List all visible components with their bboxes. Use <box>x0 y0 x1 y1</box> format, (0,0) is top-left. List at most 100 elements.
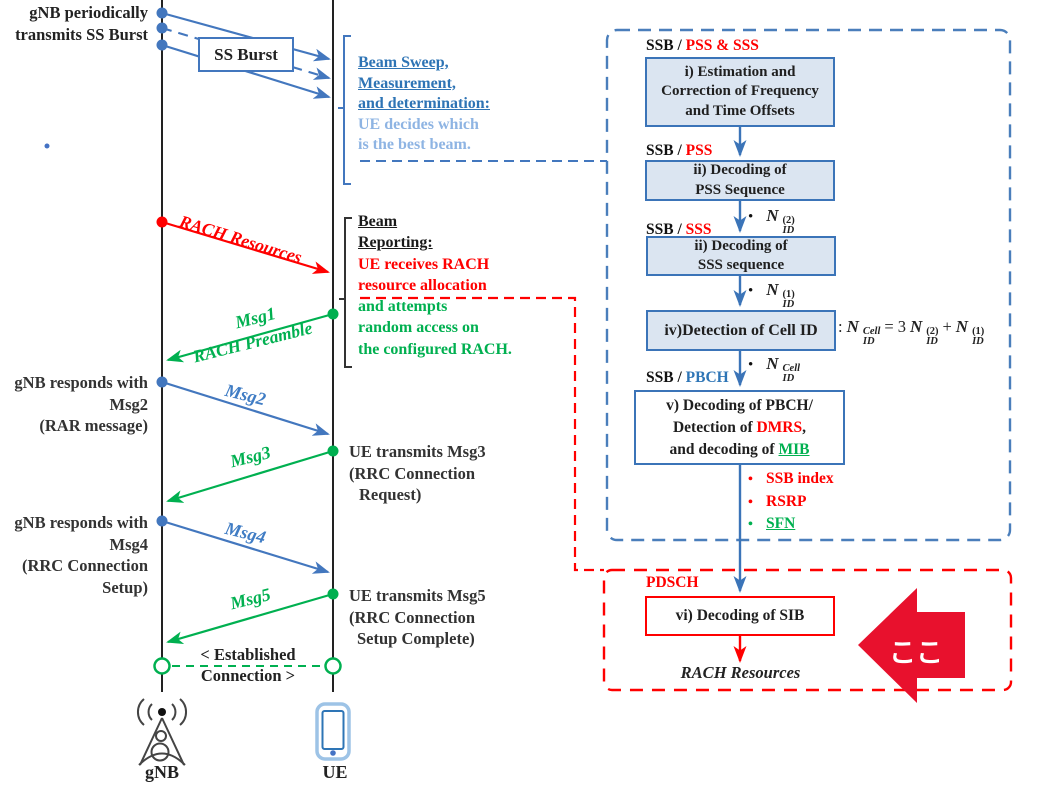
flow-box-cell-id: iv)Detection of Cell ID <box>646 310 836 351</box>
box-text: , <box>802 418 806 436</box>
math-token: : <box>838 317 843 336</box>
here-arrow <box>858 588 965 703</box>
note-line: (RRC Connection <box>349 607 476 627</box>
math-n: N <box>955 317 969 336</box>
stage-value: PSS <box>685 142 713 159</box>
math-sub: ID <box>926 336 938 347</box>
box-text: Detection of <box>672 418 757 436</box>
box-line: and decoding of MIB <box>670 439 810 461</box>
stage-label-pbch: SSB / PBCH <box>646 369 729 387</box>
math-token: + <box>942 317 952 336</box>
msg2-arrow <box>156 376 330 436</box>
bullet-icon: • <box>748 494 753 510</box>
note-line: (RAR message) <box>39 416 148 435</box>
beam-reporting-line: the configured RACH. <box>358 340 512 358</box>
bullet-icon: • <box>748 209 754 225</box>
box-line: Detection of DMRS, <box>673 417 806 439</box>
note-line: Connection > <box>200 666 296 685</box>
box-line: PSS Sequence <box>695 181 785 198</box>
gnb-antenna-icon <box>137 698 187 766</box>
beam-reporting-title: Beam <box>358 213 398 230</box>
msg4-arrow <box>156 515 330 574</box>
flow-box-sss-decoding: ii) Decoding of SSS sequence <box>646 236 836 276</box>
math-sup: (2) <box>782 215 795 226</box>
msg5-arrow <box>166 588 339 645</box>
math-sub: ID <box>782 299 795 310</box>
pdsch-container <box>602 568 1013 692</box>
note-line: Setup) <box>102 577 148 597</box>
msg3-note: UE transmits Msg3 (RRC Connection Reques… <box>349 441 529 506</box>
math-sub: ID <box>862 336 875 347</box>
box-line: Correction of Frequency <box>661 83 819 100</box>
ss-burst-label: SS Burst <box>214 44 278 64</box>
pbch-outputs: • SSB index • RSRP • SFN <box>748 468 834 536</box>
beam-reporting-title: Reporting: <box>358 234 433 252</box>
stage-label-sss: SSB / SSS <box>646 221 712 239</box>
stage-label-pdsch: PDSCH <box>646 574 699 592</box>
stage-value: SSS <box>685 221 712 238</box>
msg3-arrow <box>166 445 339 503</box>
note-line: gNB responds with <box>14 373 148 392</box>
msg1-arrow <box>166 308 339 363</box>
output-row: • SFN <box>748 513 834 536</box>
output-label: SFN <box>766 515 796 532</box>
beam-reporting-note: Beam Reporting: UE receives RACH resourc… <box>358 211 548 360</box>
beam-sweep-line: Measurement, <box>358 74 456 92</box>
beam-sweep-note: Beam Sweep, Measurement, and determinati… <box>358 53 528 156</box>
established-connection-label: < Established Connection > <box>177 644 319 686</box>
beam-reporting-line: random access on <box>358 319 479 337</box>
msg5-note: UE transmits Msg5 (RRC Connection Setup … <box>349 585 539 650</box>
math-sub: ID <box>782 225 795 236</box>
dmrs-token: DMRS <box>756 418 803 436</box>
output-row: • SSB index <box>748 468 834 491</box>
box-line: vi) Decoding of SIB <box>675 607 805 625</box>
math-sup: (1) <box>972 326 985 337</box>
flow-box-estimation: i) Estimation and Correction of Frequenc… <box>645 57 835 127</box>
math-sub: ID <box>782 373 795 384</box>
ssb-procedure-container <box>605 28 1012 542</box>
note-line: < Established <box>200 645 296 664</box>
beam-reporting-line: and attempts <box>358 298 448 316</box>
ss-burst-box: SS Burst <box>198 37 294 72</box>
here-label: ここ <box>889 638 943 668</box>
note-line: transmits SS Burst <box>15 24 148 44</box>
math-sup: (2) <box>926 326 939 337</box>
box-line: v) Decoding of PBCH/ <box>666 396 813 414</box>
bullet-icon: • <box>748 517 753 532</box>
stage-prefix: SSB / <box>646 221 686 238</box>
beam-reporting-bracket <box>339 217 352 368</box>
math-n: N <box>846 317 859 336</box>
stage-label-pss-sss: SSB / PSS & SSS <box>646 37 759 55</box>
bullet-icon: • <box>748 357 754 373</box>
stage-value: PBCH <box>685 369 729 386</box>
math-sup: Cell <box>782 363 801 374</box>
output-nid2: • N (2)ID <box>748 206 795 236</box>
box-line: i) Estimation and <box>684 63 796 80</box>
note-line: (RRC Connection <box>349 463 476 483</box>
rach-flow-connector <box>360 296 604 572</box>
beam-sweep-line: and determination: <box>358 95 490 112</box>
stage-prefix: SSB / <box>646 37 686 54</box>
math-n: N <box>766 206 779 225</box>
rach-resources-arrow <box>156 216 330 274</box>
established-connection-line <box>153 657 342 675</box>
beam-sweep-line: UE decides which <box>358 115 479 133</box>
box-line: and Time Offsets <box>685 102 795 119</box>
box-line: SSS sequence <box>697 257 785 273</box>
output-row: • RSRP <box>748 491 834 514</box>
math-sup: Cell <box>862 326 881 337</box>
stray-dot <box>44 143 50 149</box>
mib-token: MIB <box>778 440 810 458</box>
rach-resources-result: RACH Resources <box>680 663 801 682</box>
note-line: (RRC Connection <box>21 556 148 575</box>
stage-prefix: SSB / <box>646 369 686 386</box>
math-sub: ID <box>972 336 984 347</box>
ue-phone-icon <box>315 702 351 761</box>
ss-burst-dots <box>156 7 168 51</box>
beam-sweep-line: is the best beam. <box>358 136 471 153</box>
gnb-actor-label: gNB <box>144 762 179 782</box>
output-label: SSB index <box>766 470 834 487</box>
